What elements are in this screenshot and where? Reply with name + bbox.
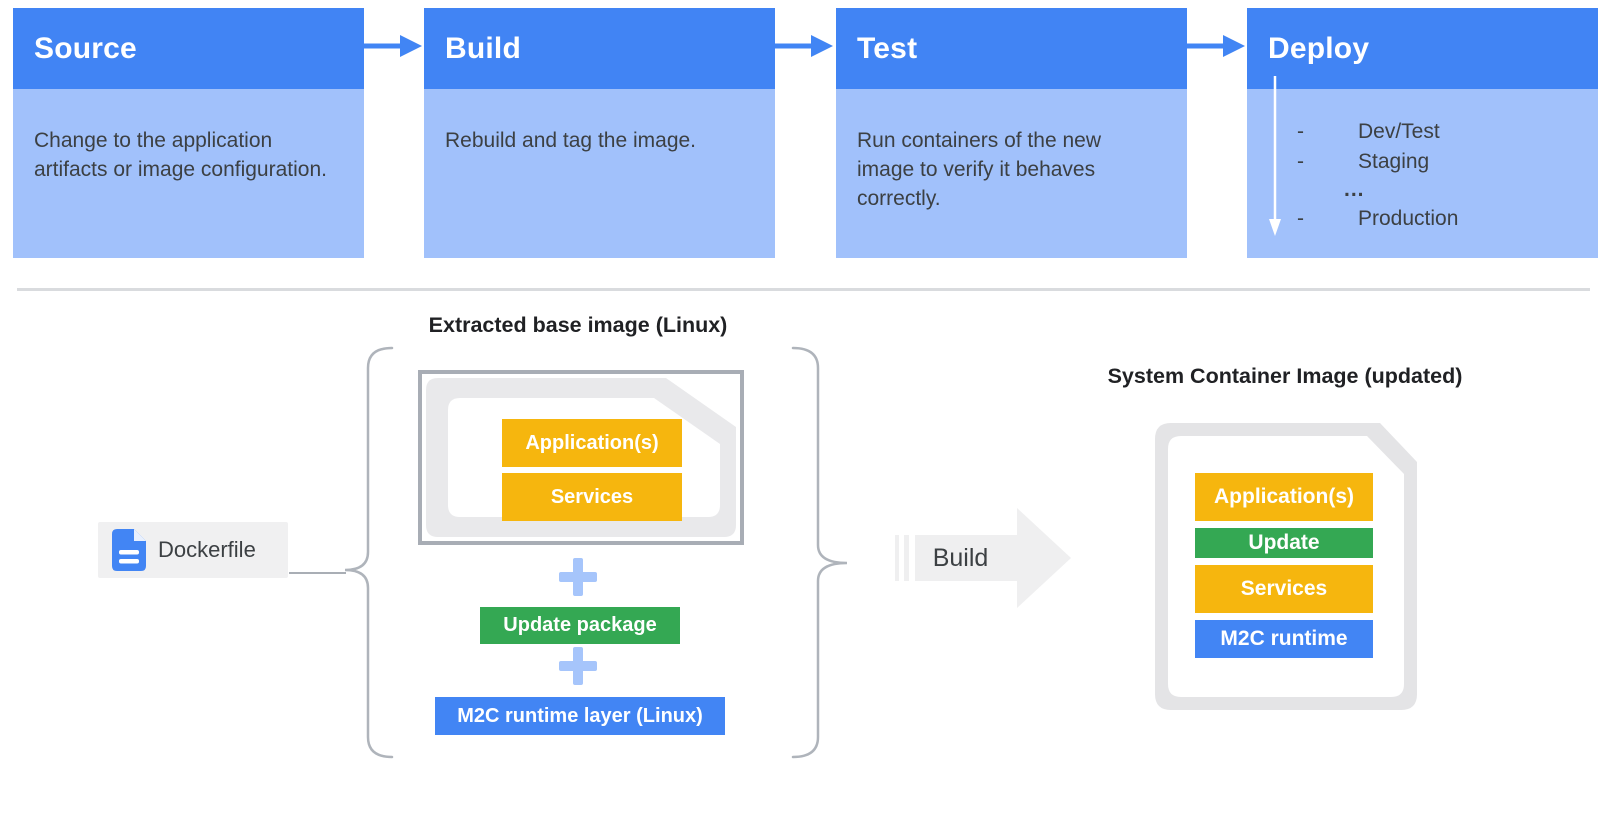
stage-header: Source xyxy=(13,8,364,89)
sys-layer-chip-applications: Application(s) xyxy=(1195,473,1373,521)
dash-bullet: - xyxy=(1297,150,1304,173)
build-arrow-label: Build xyxy=(932,544,989,572)
connector-line xyxy=(289,572,346,574)
runtime-layer-chip: M2C runtime layer (Linux) xyxy=(435,697,725,735)
deploy-order-down-arrow-icon xyxy=(1269,76,1281,236)
sys-layer-chip-runtime: M2C runtime xyxy=(1195,620,1373,658)
stage-description: Rebuild and tag the image. xyxy=(445,129,697,152)
plus-icon xyxy=(559,647,597,685)
deploy-env-label: Production xyxy=(1358,207,1459,230)
stage-body: - Dev/Test - Staging ... - Production xyxy=(1247,89,1598,258)
plus-icon xyxy=(559,558,597,596)
stage-description: Change to the application artifacts or i… xyxy=(34,129,327,181)
left-brace-icon xyxy=(344,346,394,759)
extracted-base-title: Extracted base image (Linux) xyxy=(428,313,728,337)
dash-bullet: - xyxy=(1297,207,1304,230)
arrow-right-icon xyxy=(775,35,833,57)
stage-body: Run containers of the new image to verif… xyxy=(836,89,1187,258)
stage-header: Test xyxy=(836,8,1187,89)
stage-body: Rebuild and tag the image. xyxy=(424,89,775,258)
sys-layer-chip-update: Update xyxy=(1195,528,1373,558)
stage-box-build: Build Rebuild and tag the image. xyxy=(424,8,775,258)
stage-title: Source xyxy=(34,31,137,65)
stage-header: Build xyxy=(424,8,775,89)
stage-box-test: Test Run containers of the new image to … xyxy=(836,8,1187,258)
stage-header: Deploy xyxy=(1247,8,1598,89)
stage-box-source: Source Change to the application artifac… xyxy=(13,8,364,258)
stage-title: Test xyxy=(857,31,918,65)
stage-body: Change to the application artifacts or i… xyxy=(13,89,364,258)
stage-title: Deploy xyxy=(1268,31,1370,65)
system-container-title: System Container Image (updated) xyxy=(1107,364,1463,388)
deploy-env-item: - Production xyxy=(1297,206,1458,232)
deploy-env-item: - Staging xyxy=(1297,149,1429,175)
dockerfile-panel: Dockerfile xyxy=(98,522,288,578)
sys-layer-chip-services: Services xyxy=(1195,565,1373,613)
dash-bullet: - xyxy=(1297,120,1304,143)
arrow-right-icon xyxy=(1187,35,1245,57)
base-layer-chip-applications: Application(s) xyxy=(502,419,682,467)
base-layer-chip-services: Services xyxy=(502,473,682,521)
section-divider xyxy=(17,288,1590,291)
deploy-env-item: ... xyxy=(1344,177,1365,203)
deploy-env-item: - Dev/Test xyxy=(1297,119,1440,145)
stage-box-deploy: Deploy - Dev/Test - Staging ... - Produc… xyxy=(1247,8,1598,258)
stage-title: Build xyxy=(445,31,521,65)
dockerfile-label: Dockerfile xyxy=(158,537,256,562)
deploy-env-label: Dev/Test xyxy=(1358,120,1440,143)
update-package-chip: Update package xyxy=(480,607,680,644)
right-brace-icon xyxy=(791,346,848,759)
arrow-right-icon xyxy=(364,35,422,57)
deploy-env-label: ... xyxy=(1344,178,1365,201)
deploy-env-label: Staging xyxy=(1358,150,1430,173)
build-arrow xyxy=(895,508,1071,608)
dockerfile-icon xyxy=(112,529,146,571)
stage-description: Run containers of the new image to verif… xyxy=(857,129,1101,210)
